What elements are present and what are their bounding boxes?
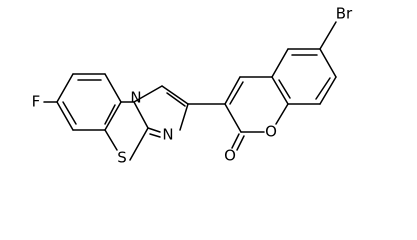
- benzene-ring-left: [56, 73, 122, 131]
- nitrogen-bridge-label: N: [130, 89, 141, 107]
- molecule-canvas: F Br S N N O O: [31, 4, 354, 167]
- oxygen-ring-label: O: [265, 123, 277, 141]
- sulfur-label: S: [117, 149, 127, 167]
- fluorine-label: F: [32, 93, 41, 111]
- thiazole-ring: [104, 101, 149, 161]
- nitrogen-ring-label: N: [162, 126, 173, 144]
- oxygen-carbonyl-label: O: [224, 147, 236, 165]
- pyranone-ring: [224, 76, 289, 133]
- structure-drawing: F Br S N N O O: [32, 5, 353, 167]
- c-br-bond: [319, 21, 337, 50]
- carbonyl-bond: [231, 133, 245, 151]
- bromine-label: Br: [336, 5, 353, 23]
- imidazole-ring: [133, 85, 189, 138]
- benzene-ring-right: [271, 48, 337, 105]
